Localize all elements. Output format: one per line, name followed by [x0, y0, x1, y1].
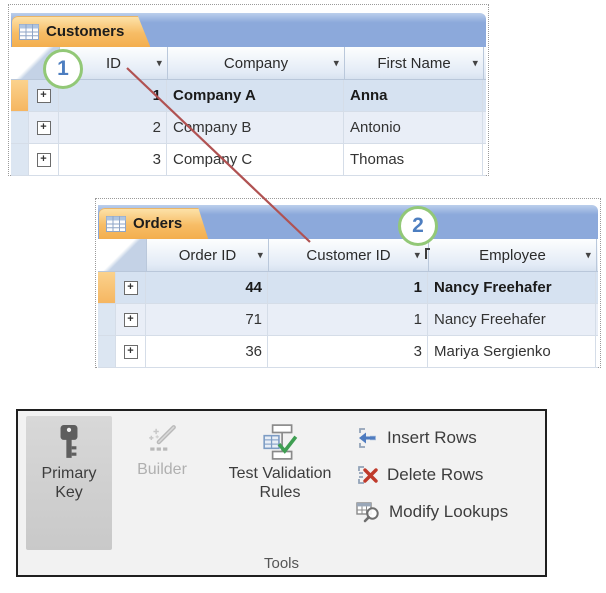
datasheet-icon	[106, 215, 126, 232]
insert-rows-button[interactable]: Insert Rows	[356, 419, 508, 456]
cell-first-name[interactable]: Antonio	[344, 112, 483, 143]
customers-col-header-first-name[interactable]: First Name ▾	[345, 47, 484, 79]
col-label: Order ID	[178, 246, 237, 264]
sort-indicator-icon	[425, 248, 430, 259]
table-row: + 2 Company B Antonio	[11, 112, 486, 144]
orders-col-header-employee[interactable]: Employee ▾	[429, 239, 597, 271]
expand-row-button[interactable]: +	[29, 144, 59, 175]
expand-row-button[interactable]: +	[116, 304, 146, 335]
ribbon-row-buttons: Insert Rows Delete Rows	[356, 419, 508, 530]
key-icon	[60, 425, 78, 458]
insert-rows-label: Insert Rows	[387, 427, 477, 447]
table-row: + 71 1 Nancy Freehafer	[98, 304, 598, 336]
orders-tab[interactable]: Orders	[99, 208, 209, 239]
dropdown-arrow-icon[interactable]: ▾	[414, 249, 420, 262]
plus-icon: +	[36, 88, 51, 103]
modify-lookups-icon	[356, 502, 379, 523]
customers-tab-band: Customers	[11, 13, 486, 47]
delete-rows-label: Delete Rows	[387, 464, 484, 484]
delete-rows-icon	[358, 465, 378, 484]
primary-key-label: Primary Key	[41, 465, 97, 501]
cell-company[interactable]: Company C	[167, 144, 344, 175]
col-label: First Name	[377, 54, 451, 72]
expand-row-button[interactable]: +	[116, 272, 146, 303]
test-validation-rules-label: Test Validation Rules	[228, 465, 332, 501]
customers-col-header-id[interactable]: ID ▾	[60, 47, 168, 79]
dropdown-arrow-icon[interactable]: ▾	[156, 57, 162, 70]
dropdown-arrow-icon[interactable]: ▾	[585, 249, 591, 262]
test-validation-rules-button[interactable]: Test Validation Rules	[210, 416, 350, 550]
cell-employee[interactable]: Nancy Freehafer	[428, 304, 596, 335]
record-selector[interactable]	[98, 304, 116, 335]
customers-datasheet: Customers ID ▾ Company ▾ First Name ▾ +	[8, 4, 489, 176]
customers-col-header-company[interactable]: Company ▾	[168, 47, 345, 79]
cell-customer-id[interactable]: 1	[268, 304, 428, 335]
col-label: Company	[223, 54, 289, 72]
expand-row-button[interactable]: +	[116, 336, 146, 367]
test-validation-icon	[263, 424, 298, 460]
orders-header-row: Order ID ▾ Customer ID ▾ Employee ▾	[98, 239, 598, 272]
primary-key-button[interactable]: Primary Key	[26, 416, 112, 550]
insert-rows-icon	[359, 427, 376, 448]
cell-employee[interactable]: Mariya Sergienko	[428, 336, 596, 367]
dropdown-arrow-icon[interactable]: ▾	[257, 249, 263, 262]
cell-order-id[interactable]: 36	[146, 336, 268, 367]
cell-first-name[interactable]: Thomas	[344, 144, 483, 175]
cell-company[interactable]: Company A	[167, 80, 344, 111]
modify-lookups-button[interactable]: Modify Lookups	[356, 493, 508, 530]
record-selector[interactable]	[11, 112, 29, 143]
table-row: + 36 3 Mariya Sergienko	[98, 336, 598, 368]
delete-rows-button[interactable]: Delete Rows	[356, 456, 508, 493]
expand-row-button[interactable]: +	[29, 112, 59, 143]
dropdown-arrow-icon[interactable]: ▾	[333, 57, 339, 70]
record-selector[interactable]	[11, 144, 29, 175]
select-all-cell[interactable]	[98, 239, 147, 271]
orders-datasheet: Orders Order ID ▾ Customer ID ▾ Employee…	[95, 198, 601, 368]
datasheet-icon	[19, 23, 39, 40]
plus-icon: +	[36, 120, 51, 135]
cell-customer-id[interactable]: 1	[268, 272, 428, 303]
cell-employee[interactable]: Nancy Freehafer	[428, 272, 596, 303]
builder-wand-icon	[149, 425, 176, 451]
orders-col-header-customer-id[interactable]: Customer ID ▾	[269, 239, 430, 271]
cell-first-name[interactable]: Anna	[344, 80, 483, 111]
ribbon-group-label: Tools	[263, 555, 300, 572]
orders-col-header-order-id[interactable]: Order ID ▾	[147, 239, 269, 271]
plus-icon: +	[123, 312, 138, 327]
col-label: ID	[106, 54, 121, 72]
dropdown-arrow-icon[interactable]: ▾	[472, 57, 478, 70]
record-selector[interactable]	[11, 80, 29, 111]
builder-button[interactable]: Builder	[116, 416, 208, 550]
modify-lookups-label: Modify Lookups	[389, 501, 509, 521]
customers-tab[interactable]: Customers	[12, 16, 151, 47]
table-row: + 3 Company C Thomas	[11, 144, 486, 176]
expand-row-button[interactable]: +	[29, 80, 59, 111]
cell-order-id[interactable]: 44	[146, 272, 268, 303]
record-selector[interactable]	[98, 336, 116, 367]
cell-customer-id[interactable]: 3	[268, 336, 428, 367]
plus-icon: +	[123, 344, 138, 359]
col-label: Employee	[479, 246, 546, 264]
record-selector[interactable]	[98, 272, 116, 303]
ribbon-tools-group: Primary Key Builder	[16, 409, 547, 577]
table-row: + 44 1 Nancy Freehafer	[98, 272, 598, 304]
orders-tab-band: Orders	[98, 205, 598, 239]
callout-2: 2	[398, 206, 438, 246]
table-row: + 1 Company A Anna	[11, 80, 486, 112]
col-label: Customer ID	[306, 246, 391, 264]
customers-tab-label: Customers	[46, 23, 125, 40]
plus-icon: +	[123, 280, 138, 295]
cell-order-id[interactable]: 71	[146, 304, 268, 335]
cell-id[interactable]: 2	[59, 112, 167, 143]
plus-icon: +	[36, 152, 51, 167]
callout-1: 1	[43, 49, 83, 89]
orders-tab-label: Orders	[133, 215, 183, 232]
cell-id[interactable]: 3	[59, 144, 167, 175]
builder-label: Builder	[137, 461, 187, 478]
cell-company[interactable]: Company B	[167, 112, 344, 143]
